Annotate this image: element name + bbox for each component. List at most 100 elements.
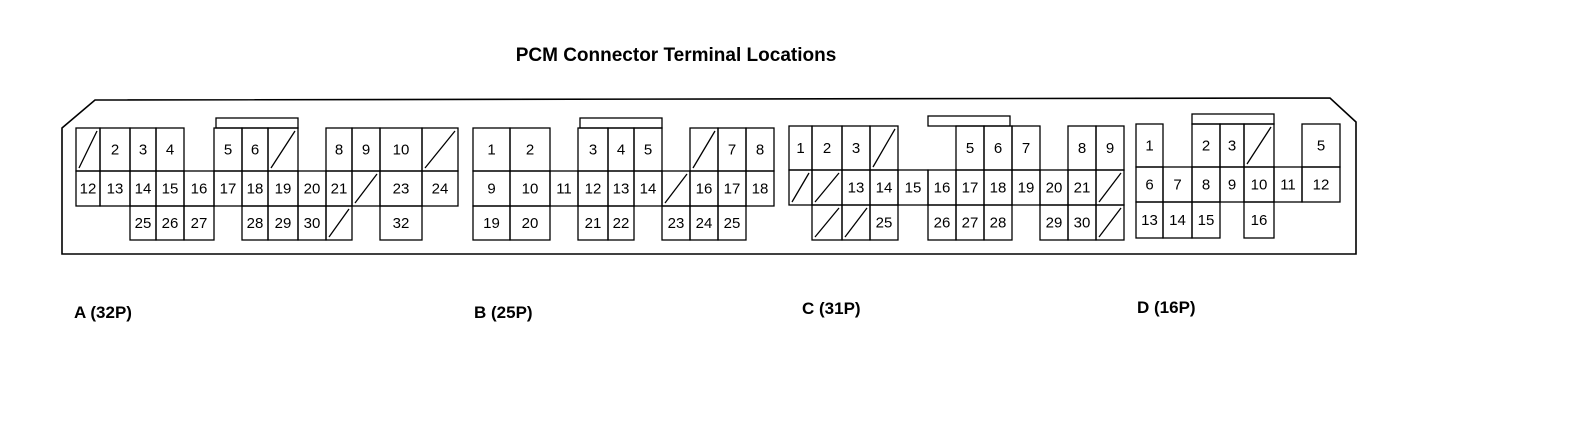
terminal-number: 32 (393, 215, 410, 232)
terminal-number: 25 (724, 215, 741, 232)
terminal-number: 13 (613, 181, 630, 198)
terminal-number: 16 (1251, 212, 1268, 229)
terminal-number: 16 (696, 181, 713, 198)
connector-c-label: C (31P) (802, 299, 861, 318)
unused-terminal-slash (664, 173, 688, 204)
terminal-number: 1 (1145, 138, 1153, 155)
terminal-number: 25 (876, 215, 893, 232)
terminal-number: 12 (1313, 177, 1330, 194)
unused-terminal-slash (814, 207, 840, 238)
terminal-number: 4 (617, 142, 625, 159)
terminal-number: 20 (304, 181, 321, 198)
terminal-number: 3 (139, 142, 147, 159)
terminal-number: 15 (162, 181, 179, 198)
terminal-number: 5 (1317, 138, 1325, 155)
terminal-number: 13 (848, 180, 865, 197)
terminal-number: 28 (990, 215, 1007, 232)
unused-terminal-slash (814, 172, 840, 203)
terminal-number: 18 (752, 181, 769, 198)
terminal-number: 9 (1106, 140, 1114, 157)
terminal-number: 11 (556, 181, 572, 198)
terminal-number: 28 (247, 215, 264, 232)
terminal-number: 24 (432, 181, 449, 198)
unused-terminal-slash (328, 208, 350, 238)
terminal-cell (745, 170, 775, 207)
terminal-number: 6 (251, 142, 259, 159)
terminal-number: 17 (962, 180, 979, 197)
terminal-cell (869, 204, 899, 241)
terminal-number: 3 (1228, 138, 1236, 155)
terminal-number: 7 (1022, 140, 1030, 157)
unused-terminal-slash (1098, 172, 1122, 203)
connector-d-label: D (16P) (1137, 298, 1196, 317)
unused-terminal-slash (270, 130, 296, 169)
terminal-number: 9 (1228, 177, 1236, 194)
unused-terminal-slash (354, 173, 378, 204)
unused-terminal-slash (844, 207, 868, 238)
terminal-number: 27 (191, 215, 208, 232)
unused-terminal-slash (1098, 207, 1122, 238)
terminal-number: 3 (589, 142, 597, 159)
unused-terminal-slash (692, 130, 716, 169)
terminal-number: 14 (135, 181, 152, 198)
terminal-number: 4 (166, 142, 174, 159)
unused-terminal-slash (1246, 126, 1272, 165)
terminal-number: 20 (1046, 180, 1063, 197)
terminal-number: 7 (1173, 177, 1181, 194)
connector-b-label: B (25P) (474, 303, 533, 322)
terminal-number: 5 (224, 142, 232, 159)
terminal-cell (1243, 201, 1275, 239)
terminal-number: 3 (852, 140, 860, 157)
terminal-number: 14 (640, 181, 657, 198)
unused-terminal-slash (78, 130, 98, 169)
terminal-number: 22 (613, 215, 630, 232)
terminal-number: 2 (526, 142, 534, 159)
terminal-number: 7 (728, 142, 736, 159)
terminal-cell (1095, 204, 1125, 241)
terminal-number: 10 (522, 181, 539, 198)
terminal-number: 25 (135, 215, 152, 232)
lock-tab-d (1191, 113, 1275, 125)
terminal-number: 10 (393, 142, 410, 159)
terminal-cell (717, 205, 747, 241)
terminal-number: 23 (393, 181, 410, 198)
terminal-number: 13 (107, 181, 124, 198)
terminal-number: 8 (756, 142, 764, 159)
terminal-number: 21 (331, 181, 348, 198)
terminal-number: 9 (362, 142, 370, 159)
terminal-number: 1 (487, 142, 495, 159)
terminal-number: 26 (162, 215, 179, 232)
terminal-number: 6 (994, 140, 1002, 157)
terminal-number: 17 (724, 181, 741, 198)
unused-terminal-slash (791, 172, 810, 203)
lock-tab-c (927, 115, 1011, 127)
terminal-number: 12 (585, 181, 602, 198)
terminal-cell (1191, 201, 1221, 239)
terminal-number: 19 (483, 215, 500, 232)
terminal-cell (183, 205, 215, 241)
terminal-number: 15 (905, 180, 922, 197)
terminal-number: 13 (1141, 212, 1158, 229)
terminal-number: 30 (1074, 215, 1091, 232)
unused-terminal-slash (872, 128, 896, 168)
connector-a-label: A (32P) (74, 303, 132, 322)
terminal-cell (325, 205, 353, 241)
terminal-number: 1 (796, 140, 804, 157)
terminal-cell (421, 170, 459, 207)
terminal-number: 29 (275, 215, 292, 232)
terminal-number: 12 (80, 181, 97, 198)
unused-terminal-slash (424, 130, 456, 169)
terminal-number: 6 (1145, 177, 1153, 194)
terminal-number: 16 (191, 181, 208, 198)
terminal-number: 5 (644, 142, 652, 159)
terminal-number: 21 (585, 215, 602, 232)
terminal-number: 9 (487, 181, 495, 198)
terminal-number: 17 (220, 181, 237, 198)
terminal-number: 5 (966, 140, 974, 157)
terminal-cell (509, 205, 551, 241)
terminal-number: 26 (934, 215, 951, 232)
